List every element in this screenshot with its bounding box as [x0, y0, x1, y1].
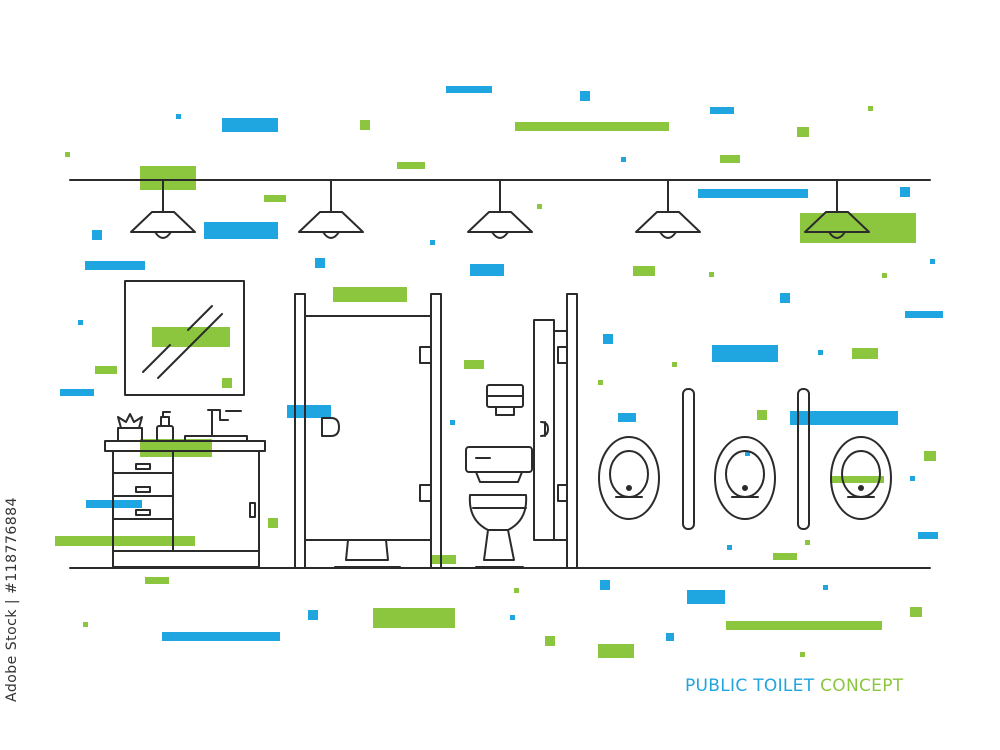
- pendant-lamps: [130, 179, 870, 239]
- urinal-1: [598, 436, 660, 520]
- soap-dispenser: [156, 411, 174, 442]
- decorative-dots: [65, 106, 935, 657]
- caption-concept: CONCEPT: [820, 676, 904, 696]
- decorative-glitch-bars: [55, 86, 943, 658]
- pendant-lamp-4: [635, 179, 701, 239]
- pendant-lamp-5: [804, 179, 870, 239]
- tissue-box: [117, 413, 143, 442]
- pendant-lamp-1: [130, 179, 196, 239]
- toilet-stall-open: [533, 293, 578, 569]
- sink-faucet: [184, 409, 248, 442]
- caption: PUBLIC TOILET CONCEPT: [685, 676, 903, 696]
- toilet-paper-dispenser: [486, 384, 524, 416]
- pendant-lamp-3: [467, 179, 533, 239]
- wall-mirror: [124, 280, 245, 396]
- privacy-dividers: [682, 388, 810, 530]
- urinal-2: [714, 436, 776, 520]
- toilet: [465, 446, 533, 568]
- urinals: [598, 436, 892, 520]
- stock-id: Adobe Stock | #118776884: [4, 497, 20, 702]
- toilet-stall-closed: [294, 293, 442, 569]
- pendant-lamp-2: [298, 179, 364, 239]
- caption-public-toilet: PUBLIC TOILET: [685, 676, 815, 696]
- urinal-3: [830, 436, 892, 520]
